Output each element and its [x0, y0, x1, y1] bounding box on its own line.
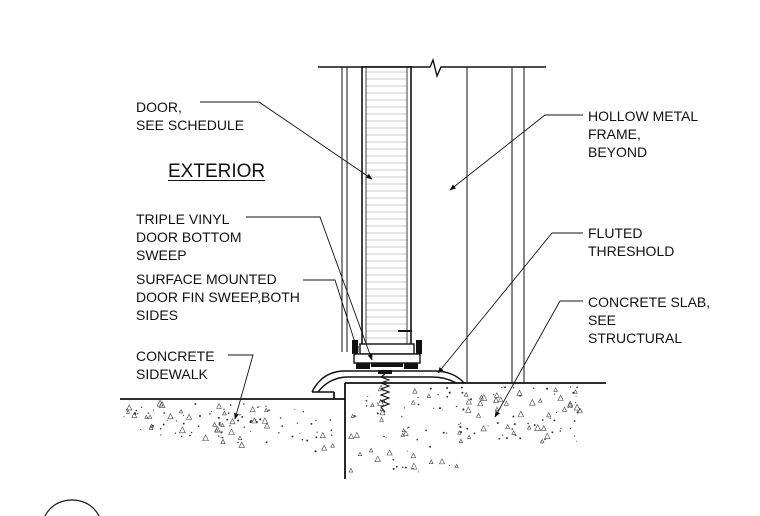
leader-frame: [449, 114, 583, 191]
concrete-hatch: [123, 384, 583, 473]
callout-frame: HOLLOW METAL FRAME, BEYOND: [588, 107, 698, 161]
callout-fin-sweep-line: SURFACE MOUNTED: [136, 271, 277, 287]
leader-threshold: [437, 232, 583, 374]
callout-sidewalk-line: SIDEWALK: [136, 366, 208, 382]
leader-sidewalk: [228, 354, 254, 420]
hollow-metal-frame: [341, 67, 525, 383]
callout-door-line: SEE SCHEDULE: [136, 117, 245, 133]
callout-sidewalk: CONCRETE SIDEWALK: [136, 347, 215, 383]
callout-fin-sweep-line: SIDES: [136, 307, 179, 323]
exterior-title: EXTERIOR: [168, 161, 266, 182]
callout-fin-sweep: SURFACE MOUNTED DOOR FIN SWEEP,BOTH SIDE…: [136, 270, 300, 324]
callout-frame-line: BEYOND: [588, 144, 648, 160]
door-bottom-sweep: [352, 330, 422, 369]
fluted-threshold: [311, 370, 465, 393]
callout-threshold: FLUTED THRESHOLD: [588, 224, 674, 260]
callout-sweep: TRIPLE VINYL DOOR BOTTOM SWEEP: [136, 210, 242, 264]
callout-door-line: DOOR,: [136, 99, 182, 115]
leader-slab: [494, 300, 583, 418]
callout-slab-line: CONCRETE SLAB,: [588, 294, 711, 310]
callout-sidewalk-line: CONCRETE: [136, 348, 215, 364]
callout-slab-line: SEE: [588, 312, 617, 328]
callout-sweep-line: SWEEP: [136, 247, 187, 263]
callout-door: DOOR, SEE SCHEDULE: [136, 98, 244, 134]
callout-threshold-line: FLUTED: [588, 225, 643, 241]
leader-lines: [200, 101, 583, 420]
callout-slab-line: STRUCTURAL: [588, 330, 683, 346]
leader-sweep: [246, 216, 373, 361]
detail-tag-circle: [44, 499, 100, 516]
callout-sweep-line: TRIPLE VINYL: [136, 211, 230, 227]
door-leaf: [361, 66, 412, 353]
callout-frame-line: FRAME,: [588, 126, 641, 142]
callout-fin-sweep-line: DOOR FIN SWEEP,BOTH: [136, 289, 300, 305]
callout-threshold-line: THRESHOLD: [588, 243, 675, 259]
callout-frame-line: HOLLOW METAL: [588, 108, 699, 124]
leader-door: [200, 101, 373, 180]
callout-slab: CONCRETE SLAB, SEE STRUCTURAL: [588, 293, 710, 347]
leader-fin-sweep: [303, 279, 359, 353]
anchor-screw: [378, 370, 392, 413]
callout-sweep-line: DOOR BOTTOM: [136, 229, 242, 245]
slab-edges: [120, 382, 606, 479]
